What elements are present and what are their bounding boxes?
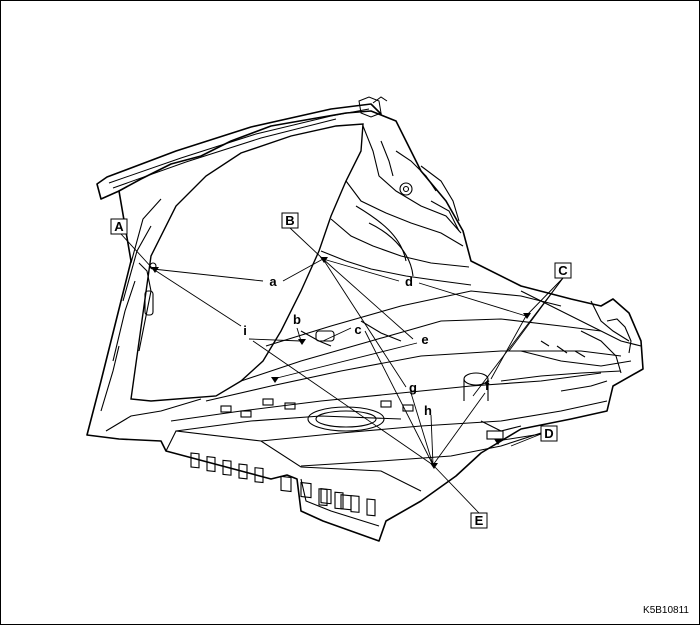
label-B: B xyxy=(285,213,294,228)
wheelhouse-contours xyxy=(320,125,472,286)
roof-rail-details xyxy=(108,96,388,189)
label-h: h xyxy=(424,403,432,418)
quarter-window-opening xyxy=(130,123,364,402)
label-box-B: B xyxy=(281,212,299,229)
label-box-D: D xyxy=(540,425,558,442)
label-C: C xyxy=(558,263,568,278)
rear-sill-contours xyxy=(165,398,422,527)
label-f: f xyxy=(485,378,490,393)
label-e: e xyxy=(421,332,428,347)
label-D: D xyxy=(544,426,553,441)
label-box-C: C xyxy=(554,262,572,279)
floor-panel-contours xyxy=(170,290,642,467)
reference-code: K5B10811 xyxy=(643,605,689,616)
label-a: a xyxy=(269,274,277,289)
leader-lines xyxy=(120,227,564,514)
label-b: b xyxy=(293,312,301,327)
label-A: A xyxy=(114,219,124,234)
spot-markers xyxy=(151,257,531,469)
label-E: E xyxy=(475,513,484,528)
label-i: i xyxy=(243,323,247,338)
label-d: d xyxy=(405,274,413,289)
label-c: c xyxy=(354,322,361,337)
label-g: g xyxy=(409,380,417,395)
rear-quarter-contours xyxy=(480,318,632,440)
label-box-A: A xyxy=(110,218,128,235)
label-box-E: E xyxy=(470,512,488,529)
